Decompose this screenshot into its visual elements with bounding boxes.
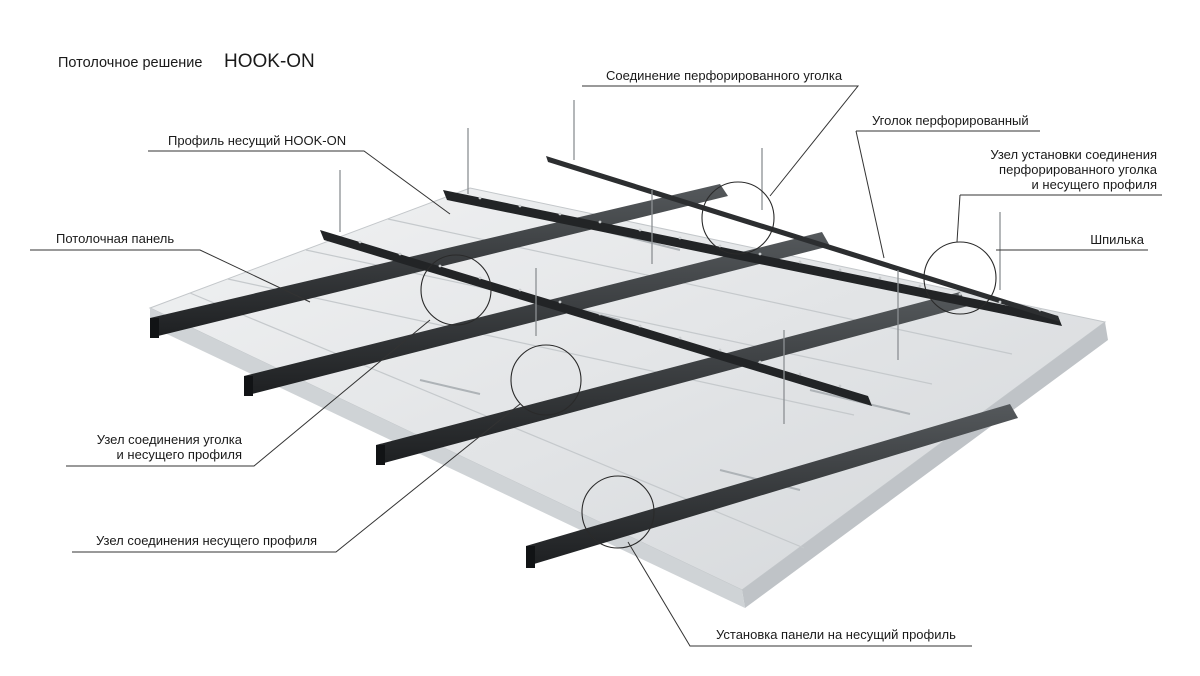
label-node-angle-profile-3: и несущего профиля <box>1032 177 1157 192</box>
label-node-angle-profile-2: перфорированного уголка <box>999 162 1158 177</box>
leader-profile <box>148 150 451 215</box>
circle-node-corner-profile <box>420 254 492 326</box>
label-panel: Потолочная панель <box>56 231 174 246</box>
leader-node-corner-profile <box>66 319 431 467</box>
circle-angle-joint <box>701 181 775 255</box>
label-perforated-angle: Уголок перфорированный <box>872 113 1029 128</box>
leader-angle-joint <box>582 85 860 197</box>
title-product: HOOK-ON <box>224 51 315 72</box>
leader-node-profile-joint <box>72 403 521 553</box>
label-node-corner-profile-2: и несущего профиля <box>117 447 242 462</box>
label-node-corner-profile-1: Узел соединения уголка <box>97 432 243 447</box>
circle-node-profile-joint <box>510 344 582 416</box>
label-stud: Шпилька <box>1090 232 1145 247</box>
label-angle-joint: Соединение перфорированного уголка <box>606 68 843 83</box>
leader-perforated-angle <box>855 130 885 259</box>
label-node-profile-joint: Узел соединения несущего профиля <box>96 533 317 548</box>
label-node-angle-profile-1: Узел установки соединения <box>990 147 1157 162</box>
label-panel-install: Установка панели на несущий профиль <box>716 627 956 642</box>
leader-lines <box>30 85 1162 647</box>
leader-panel-install <box>627 541 972 647</box>
title-prefix: Потолочное решение <box>58 55 202 71</box>
leader-panel <box>30 249 311 303</box>
callout-labels: Соединение перфорированного уголка Уголо… <box>56 68 1158 642</box>
detail-circles <box>420 181 997 549</box>
diagram-title: Потолочное решение HOOK-ON <box>58 51 315 72</box>
perforated-angles <box>320 156 1062 406</box>
suspension-studs <box>339 100 1001 424</box>
label-profile: Профиль несущий HOOK-ON <box>168 133 346 148</box>
circle-panel-install <box>581 475 655 549</box>
circle-node-angle-profile <box>923 241 997 315</box>
leader-node-angle-profile <box>956 194 961 243</box>
